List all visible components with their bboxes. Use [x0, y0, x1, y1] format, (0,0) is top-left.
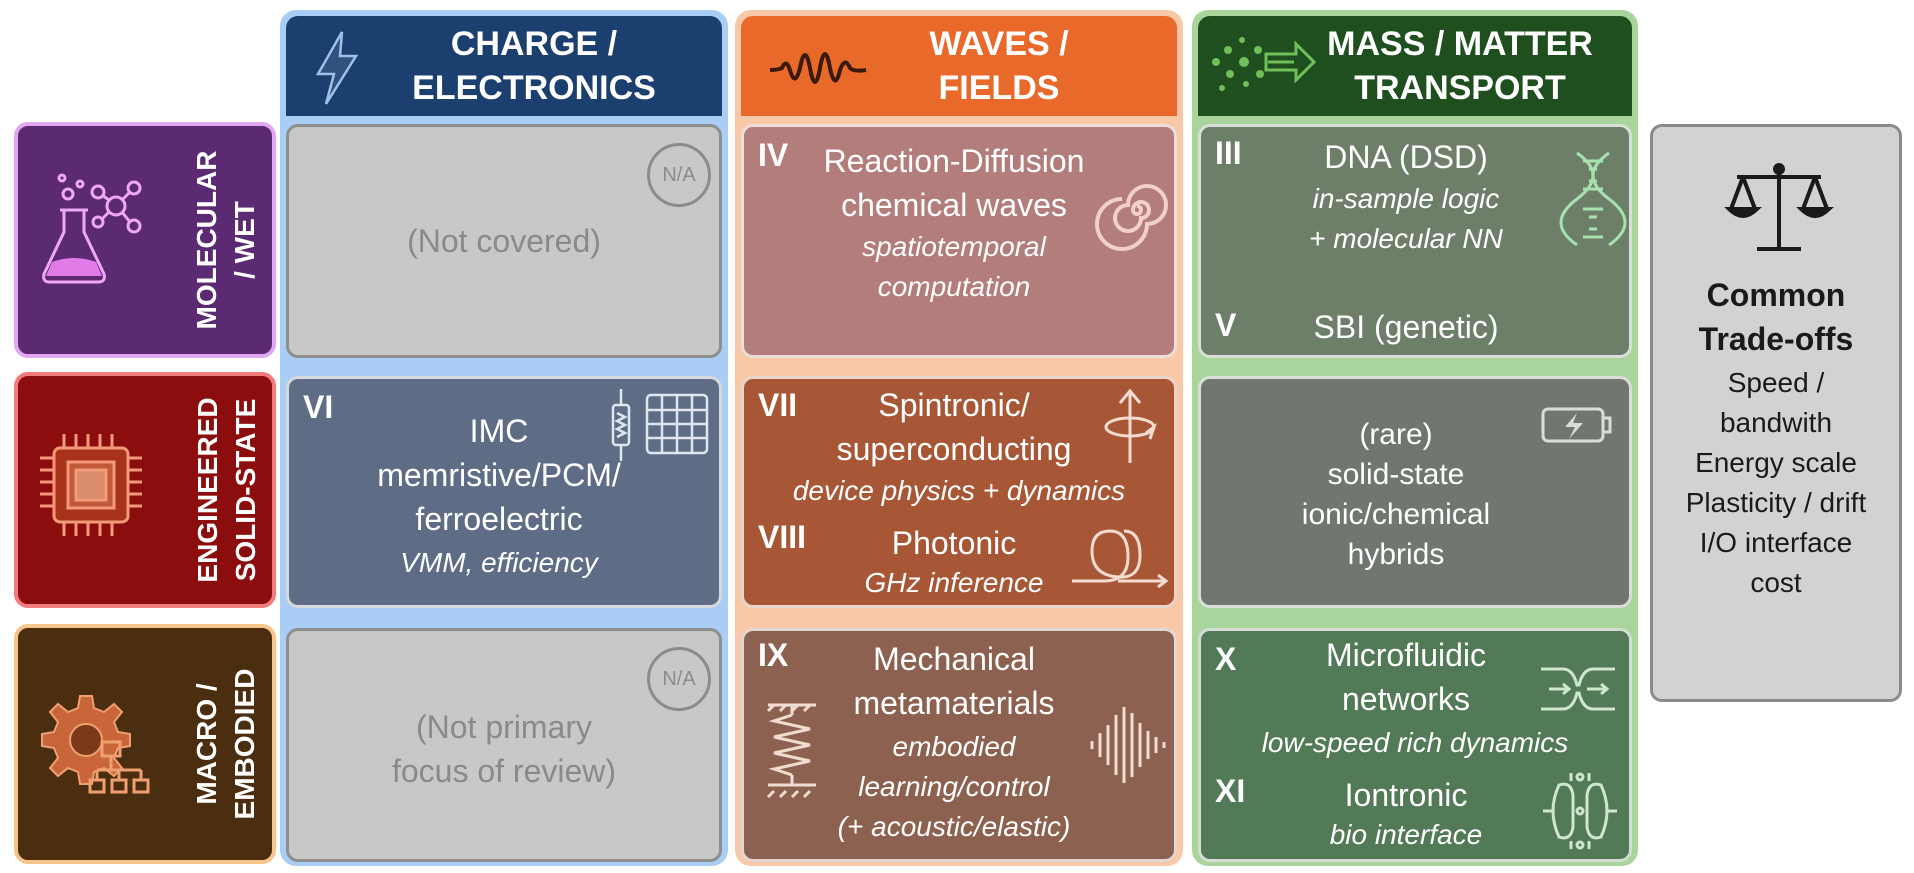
row-title-macro: MACRO / EMBODIED [191, 668, 260, 820]
column-title-waves: WAVES / FIELDS [929, 25, 1069, 107]
row-label-macro: MACRO / EMBODIED [14, 624, 276, 864]
spiral-icon [1095, 184, 1168, 251]
roman-numeral: IX [758, 637, 789, 673]
cell-molecular-waves: IV Reaction-Diffusion chemical waves spa… [741, 124, 1177, 358]
chip-icon [40, 434, 142, 536]
cell-subtitle: device physics + dynamics [792, 475, 1126, 506]
roman-numeral-2: XI [1215, 773, 1246, 809]
roman-numeral: IV [758, 137, 789, 173]
cell-macro-charge: N/A (Not primary focus of review) [286, 628, 722, 862]
balance-scale-icon [1724, 163, 1834, 251]
column-header-waves: WAVES / FIELDS [741, 16, 1177, 116]
roman-numeral: VI [303, 389, 334, 425]
column-header-charge: CHARGE / ELECTRONICS [286, 16, 722, 116]
cell-title: Reaction-Diffusion chemical waves [823, 143, 1085, 223]
cell-text: (rare) solid-state ionic/chemical hybrid… [1301, 418, 1491, 571]
spring-icon [766, 703, 816, 799]
roman-numeral: III [1215, 135, 1242, 171]
cell-title-2: SBI (genetic) [1313, 309, 1499, 345]
cell-subtitle: in-sample logic + molecular NN [1309, 183, 1503, 254]
tradeoffs-list: Speed / bandwith Energy scale Plasticity… [1653, 363, 1899, 603]
cell-subtitle: embodied learning/control (+ acoustic/el… [837, 731, 1071, 842]
row-label-molecular: MOLECULAR / WET [14, 122, 276, 358]
spin-icon [1104, 388, 1157, 463]
cell-title: Spintronic/ superconducting [836, 387, 1072, 467]
cell-subtitle: spatiotemporal computation [862, 231, 1046, 302]
na-badge: N/A [647, 143, 711, 207]
cell-title: Mechanical metamaterials [853, 641, 1055, 721]
dna-icon [1559, 151, 1627, 247]
tradeoff-item: Speed / bandwith [1719, 367, 1833, 438]
resistor-crossbar-icon [611, 389, 709, 461]
flask-molecule-icon [42, 173, 142, 284]
cell-text: (Not covered) [407, 223, 601, 259]
tradeoffs-title: Common Trade-offs [1698, 277, 1854, 357]
tradeoff-item: I/O interface cost [1699, 527, 1853, 598]
roman-numeral-2: V [1215, 307, 1237, 343]
battery-icon [1541, 407, 1612, 443]
wave-icon [769, 52, 867, 84]
roman-numeral: VII [758, 387, 798, 423]
fiber-loop-icon [1072, 529, 1169, 589]
cell-molecular-mass: III DNA (DSD) in-sample logic + molecula… [1198, 124, 1632, 358]
cell-title-2: Iontronic [1344, 777, 1468, 813]
column-header-mass: MASS / MATTER TRANSPORT [1198, 16, 1632, 116]
cell-subtitle-2: GHz inference [864, 567, 1044, 598]
row-title-molecular: MOLECULAR / WET [191, 150, 260, 330]
cell-solid-mass: (rare) solid-state ionic/chemical hybrid… [1198, 376, 1632, 608]
acoustic-wave-icon [1090, 707, 1166, 783]
na-badge: N/A [647, 647, 711, 711]
ion-channel-icon [1543, 772, 1617, 850]
cell-macro-waves: IX Mechanical metamaterials embodied lea… [741, 628, 1177, 862]
gear-network-icon [41, 695, 150, 794]
fluidic-channel-icon [1541, 667, 1615, 711]
cell-title: Microfluidic networks [1325, 637, 1487, 717]
roman-numeral: X [1215, 641, 1237, 677]
row-title-solid: ENGINEERED SOLID-STATE [192, 397, 261, 583]
cell-solid-waves: VII Spintronic/ superconducting device p… [741, 376, 1177, 608]
cell-solid-charge: VI IMC memristive/PCM/ ferroelectric VMM… [286, 376, 722, 608]
column-title-mass: MASS / MATTER TRANSPORT [1327, 25, 1593, 107]
cell-molecular-charge: N/A (Not covered) [286, 124, 722, 358]
cell-subtitle-2: bio interface [1329, 819, 1483, 850]
cell-macro-mass: X Microfluidic networks low-speed rich d… [1198, 628, 1632, 862]
cell-subtitle: VMM, efficiency [400, 547, 598, 578]
cell-title: IMC memristive/PCM/ ferroelectric [377, 413, 621, 537]
tradeoff-item: Plasticity / drift [1685, 487, 1867, 518]
cell-title-2: Photonic [891, 525, 1017, 561]
particle-flow-icon [1212, 37, 1317, 91]
column-title-charge: CHARGE / ELECTRONICS [412, 25, 656, 107]
roman-numeral-2: VIII [758, 519, 807, 555]
cell-title: DNA (DSD) [1324, 139, 1488, 175]
cell-subtitle: low-speed rich dynamics [1261, 727, 1569, 758]
lightning-icon [315, 31, 359, 105]
cell-text: (Not primary focus of review) [391, 709, 617, 789]
tradeoffs-panel: Common Trade-offs Speed / bandwith Energ… [1650, 124, 1902, 702]
tradeoff-item: Energy scale [1695, 447, 1857, 478]
